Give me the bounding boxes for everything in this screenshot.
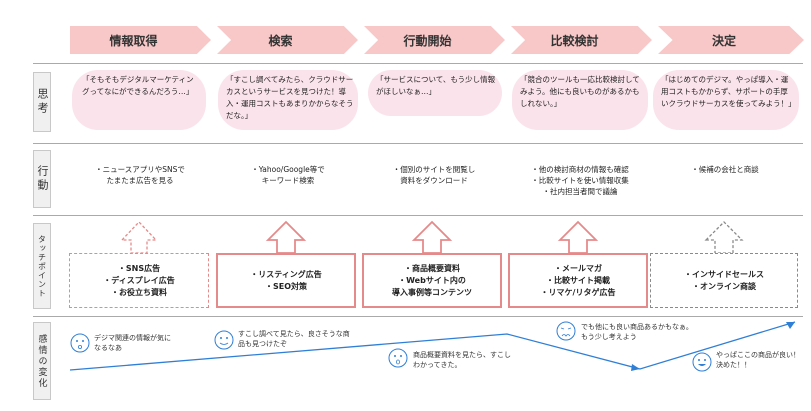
thought-cloud-5 xyxy=(653,70,799,130)
thought-text-1: 「そもそもデジタルマーケティングってなにができるんだろう…」 xyxy=(82,75,194,96)
arrow-up-2 xyxy=(265,220,307,254)
arrow-up-5 xyxy=(704,221,744,254)
touchpoint-box-2: ・リスティング広告 ・SEO対策 xyxy=(216,253,356,308)
stage-3-label: 行動開始 xyxy=(403,33,452,48)
row-divider-top xyxy=(33,63,803,64)
emotion-line xyxy=(69,321,796,371)
action-text-4: ・他の検討商材の情報も確認 ・比較サイトを使い情報収集 ・社内担当者間で議論 xyxy=(531,165,629,196)
stage-3: 行動開始 xyxy=(364,26,505,54)
stage-4-label: 比較検討 xyxy=(550,33,599,48)
thought-text-5: 「はじめてのデジマ。やっぱ導入・運用コストもかからず、サポートの手厚いクラウドサ… xyxy=(661,75,796,108)
row-divider-touchpoint xyxy=(33,316,803,317)
face-worried-icon xyxy=(556,321,576,341)
row-label-touchpoint: タッチポイント xyxy=(33,223,51,309)
face-surprised-icon xyxy=(388,348,408,368)
action-text-2: ・Yahoo/Google等で キーワード検索 xyxy=(251,165,325,185)
thought-cloud-2 xyxy=(218,70,358,130)
stage-1: 情報取得 xyxy=(70,26,211,54)
stage-2-label: 検索 xyxy=(268,33,293,48)
thought-cloud-1 xyxy=(72,70,206,130)
touchpoint-box-5: ・インサイドセールス ・オンライン商談 xyxy=(650,253,798,308)
emotion-text-2: すこし調べて見たら、良さそうな商品も見つけたぞ xyxy=(238,330,350,348)
thought-text-2: 「すこし調べてみたら、クラウドサーカスというサービスを見つけた！導入・運用コスト… xyxy=(226,75,354,120)
arrow-up-1 xyxy=(120,221,158,254)
thought-text-4: 「競合のツールも一応比較検討してみよう。他にも良いものがあるかもしれない。」 xyxy=(520,75,640,108)
stage-5: 決定 xyxy=(658,26,804,54)
thought-cloud-4 xyxy=(512,70,648,130)
action-text-3: ・個別のサイトを閲覧し 資料をダウンロード xyxy=(392,165,476,185)
face-smile-icon xyxy=(214,330,234,350)
emotion-dip-arrowhead xyxy=(631,364,640,371)
arrow-up-3 xyxy=(411,220,453,254)
thought-text-3: 「サービスについて、もう少し情報がほしいなぁ…」 xyxy=(376,75,496,96)
arrow-up-4 xyxy=(557,220,599,254)
row-divider-thought xyxy=(33,143,803,144)
row-label-action: 行動 xyxy=(33,150,51,208)
face-curious-icon xyxy=(70,333,90,353)
stage-1-label: 情報取得 xyxy=(109,33,158,48)
touchpoint-box-4: ・メールマガ ・比較サイト掲載 ・リマケ/リタゲ広告 xyxy=(508,253,648,308)
face-happy-icon xyxy=(692,352,712,372)
row-label-thought: 思考 xyxy=(33,72,51,132)
stage-5-label: 決定 xyxy=(711,33,736,48)
stage-4: 比較検討 xyxy=(511,26,652,54)
action-text-1: ・ニュースアプリやSNSで たまたま広告を見る xyxy=(95,165,185,185)
emotion-arrowhead xyxy=(786,322,795,329)
emotion-text-5: やっぱここの商品が良い！決めた！！ xyxy=(716,351,800,369)
action-text-5: ・候補の会社と商談 xyxy=(691,165,759,174)
row-divider-action xyxy=(33,215,803,216)
touchpoint-box-3: ・商品概要資料 ・Webサイト内の 導入事例等コンテンツ xyxy=(362,253,502,308)
emotion-text-3: 商品概要資料を見たら、すこしわかってきた。 xyxy=(413,351,511,369)
emotion-text-1: デジマ関連の情報が気になるなあ xyxy=(94,334,171,352)
touchpoint-box-1: ・SNS広告 ・ディスプレイ広告 ・お役立ち資料 xyxy=(69,253,209,308)
stage-2: 検索 xyxy=(217,26,358,54)
thought-cloud-3 xyxy=(368,70,502,116)
emotion-text-4: でも他にも良い商品あるかもなぁ。もう少し考えよう xyxy=(581,323,693,341)
row-label-emotion: 感情の変化 xyxy=(33,322,51,400)
